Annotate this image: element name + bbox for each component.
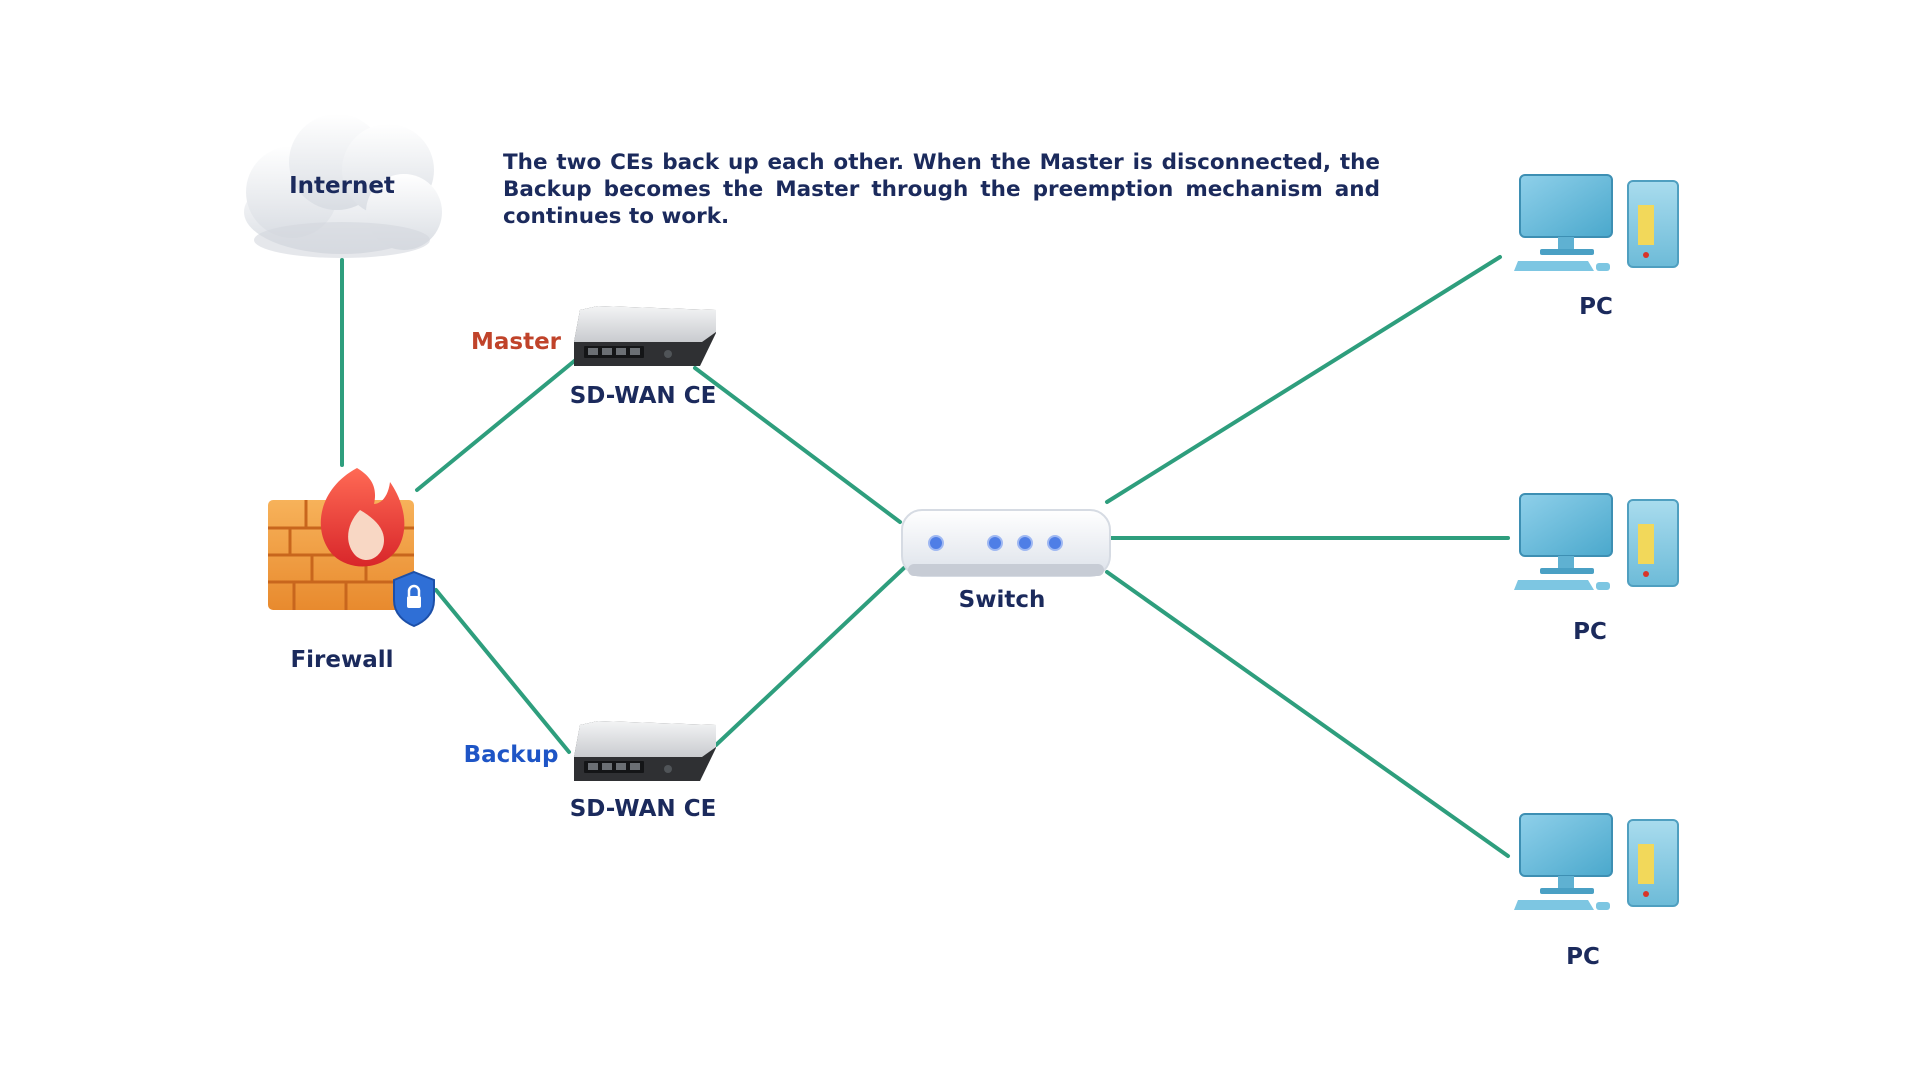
link-switch-pc-bottom [1105,570,1510,858]
backup-role-label: Backup [463,742,559,768]
link-firewall-master [415,356,580,492]
ce-master-label: SD-WAN CE [569,383,717,409]
router-icon-master [574,306,716,366]
router-icon-backup [574,721,716,781]
pc-mid-label: PC [1573,619,1607,645]
switch-icon [901,509,1111,577]
link-switch-pc-top [1105,255,1502,504]
internet-label: Internet [289,173,395,199]
cloud-icon [244,114,442,258]
link-master-switch [693,366,902,524]
master-role-label: Master [470,329,562,355]
link-firewall-backup [434,588,571,754]
description-note: The two CEs back up each other. When the… [503,150,1380,229]
pc-top-label: PC [1579,294,1613,320]
firewall-icon [268,468,435,628]
desktop-pc-icon-mid [1514,493,1679,590]
ce-backup-label: SD-WAN CE [569,796,717,822]
desktop-pc-icon-top [1514,174,1679,271]
desktop-pc-icon-bottom [1514,813,1679,910]
pc-bottom-label: PC [1566,944,1600,970]
link-backup-switch [714,566,906,747]
switch-label: Switch [958,587,1046,613]
firewall-label: Firewall [290,647,394,673]
links [340,255,1510,858]
